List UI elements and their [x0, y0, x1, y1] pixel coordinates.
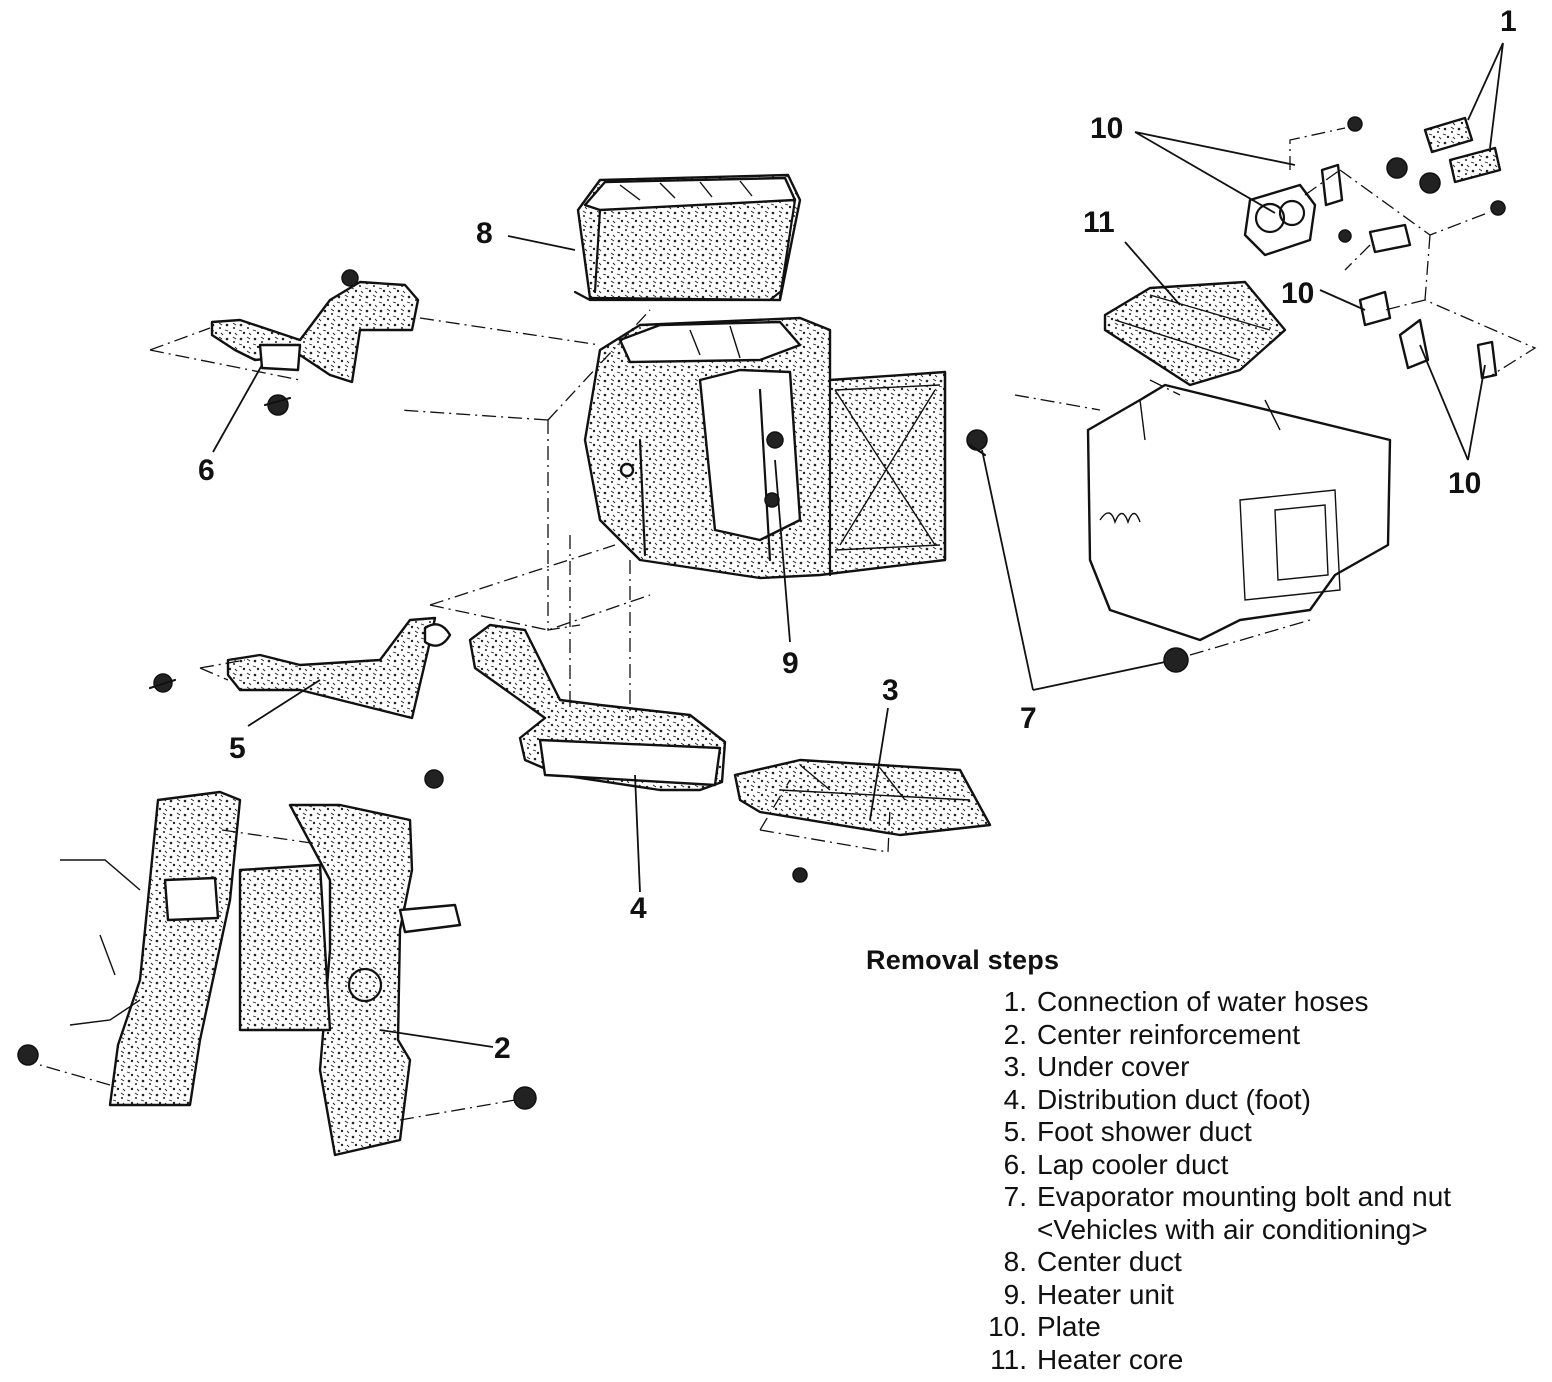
step-text: Lap cooler duct [1037, 1148, 1229, 1180]
callout-1: 1 [1500, 5, 1517, 38]
center-duct [573, 173, 802, 302]
step-number: 2. [1003, 1018, 1027, 1050]
callout-3: 3 [882, 674, 899, 707]
list-item: 8. Center duct [866, 1246, 1546, 1279]
legend-title: Removal steps [866, 945, 1060, 975]
callout-10-middle: 10 [1281, 277, 1314, 310]
list-item: 2. Center reinforcement [866, 1019, 1546, 1052]
heater-unit [583, 316, 947, 580]
distribution-duct [424, 623, 727, 792]
list-item: 4. Distribution duct (foot) [866, 1084, 1546, 1117]
step-text: Center reinforcement [1037, 1018, 1301, 1050]
step-number: 6. [1003, 1148, 1027, 1180]
step-number: 9. [1003, 1278, 1027, 1310]
heater-core [1103, 280, 1287, 387]
plates-and-hoses [1243, 116, 1506, 380]
step-number: 3. [1003, 1051, 1027, 1082]
step-number: 8. [1003, 1246, 1027, 1277]
guide-lines [39, 127, 1537, 1121]
list-item: 3. Under cover [866, 1051, 1546, 1084]
step-text: Heater core [1037, 1343, 1184, 1375]
callout-10-top: 10 [1090, 112, 1123, 145]
step-text: Connection of water hoses [1037, 986, 1369, 1017]
callout-7: 7 [1020, 702, 1037, 735]
callout-8: 8 [476, 217, 493, 250]
step-text: Under cover [1037, 1051, 1190, 1082]
list-item: 9. Heater unit [866, 1279, 1546, 1312]
callout-numbers: 1 10 11 8 10 10 6 9 3 7 5 4 2 [198, 5, 1517, 1065]
leader-lines [212, 42, 1504, 1048]
callout-6: 6 [198, 454, 215, 487]
list-item: 11. Heater core [866, 1344, 1546, 1377]
list-item: 6. Lap cooler duct [866, 1149, 1546, 1182]
step-number: 11. [990, 1343, 1027, 1375]
list-item: 7. Evaporator mounting bolt and nut <Vehi… [866, 1181, 1546, 1246]
removal-steps-legend: Removal steps 1. Connection of water hose… [866, 945, 1546, 1376]
callout-10-right: 10 [1448, 467, 1481, 500]
callout-9: 9 [782, 647, 799, 680]
step-number: 10. [988, 1311, 1027, 1342]
under-cover [733, 758, 992, 883]
list-item: 10. Plate [866, 1311, 1546, 1344]
removal-steps-list: 1. Connection of water hoses 2. Center rei… [866, 986, 1546, 1376]
evaporator-case [966, 383, 1392, 673]
lap-cooler-duct [210, 269, 420, 416]
step-number: 5. [1003, 1116, 1027, 1147]
callout-5: 5 [229, 732, 246, 765]
callout-4: 4 [630, 892, 647, 925]
step-text: Evaporator mounting bolt and nut <Vehicl… [1037, 1181, 1452, 1245]
callout-2: 2 [494, 1032, 511, 1065]
step-text: Plate [1037, 1311, 1101, 1342]
step-number: 1. [1003, 986, 1027, 1017]
list-item: 1. Connection of water hoses [866, 986, 1546, 1019]
step-text: Heater unit [1037, 1278, 1174, 1310]
step-text: Foot shower duct [1037, 1116, 1252, 1147]
center-reinforcement [17, 790, 537, 1157]
step-number: 4. [1003, 1083, 1027, 1115]
step-text: Distribution duct (foot) [1037, 1083, 1311, 1115]
list-item: 5. Foot shower duct [866, 1116, 1546, 1149]
step-number: 7. [1003, 1181, 1027, 1212]
step-text: Center duct [1037, 1246, 1182, 1277]
callout-11: 11 [1083, 206, 1115, 239]
foot-shower-duct [148, 616, 452, 720]
